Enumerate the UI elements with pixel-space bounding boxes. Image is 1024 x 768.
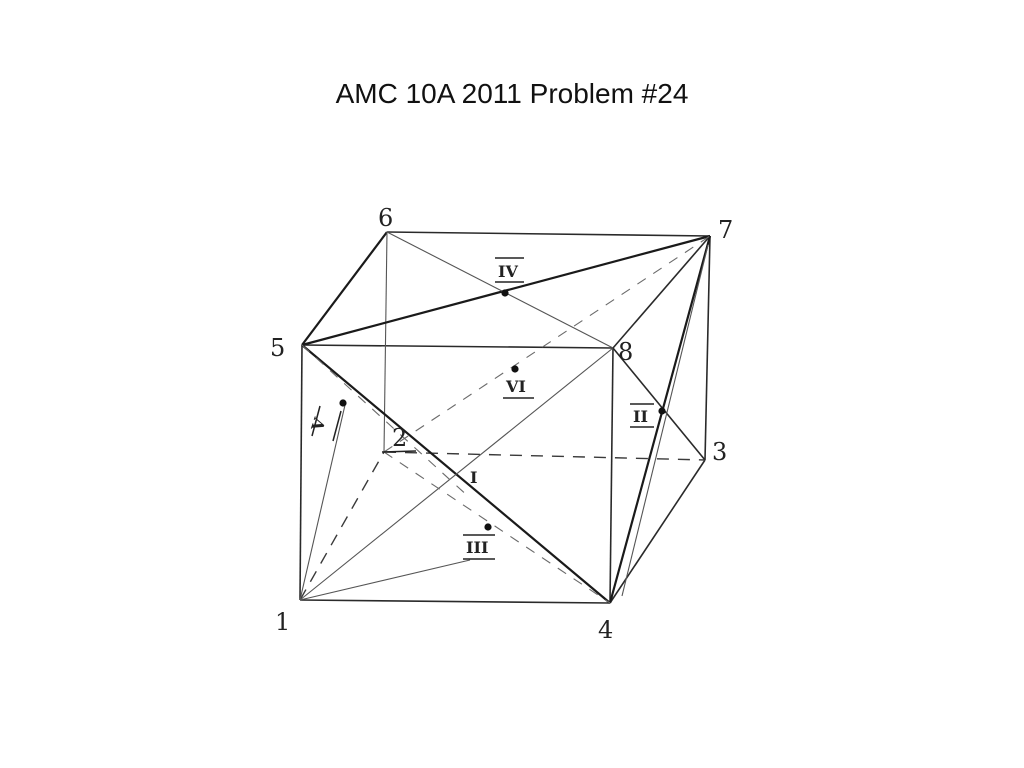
vertex-label-3: 3: [712, 438, 727, 466]
edge-8-7: [612, 235, 711, 349]
vertex-label-7: 7: [718, 216, 733, 244]
page-title: AMC 10A 2011 Problem #24: [335, 78, 689, 109]
vertex-label-4: 4: [598, 616, 613, 644]
edge-4-3: [609, 459, 706, 604]
diagonal-1-8: [299, 347, 614, 601]
point-iv-dot: [501, 289, 509, 297]
point-label-v-underline: [332, 410, 342, 442]
diagonal-4-7-side: [621, 244, 709, 597]
point-label-iv: IV: [498, 262, 518, 281]
vertex-label-2-underline: [381, 450, 417, 453]
point-label-ii: II: [633, 407, 648, 426]
diagonal-2-7: [383, 235, 711, 453]
edge-5-8: [301, 344, 614, 349]
edge-1-5-inner: [299, 404, 346, 601]
edge-6-7: [386, 231, 711, 237]
point-label-i: I: [470, 468, 477, 487]
diagonal-6-8: [386, 231, 614, 349]
point-label-v-overline: [311, 405, 321, 437]
point-iii-dot: [484, 523, 492, 531]
vertex-label-5: 5: [270, 334, 285, 362]
vertex-label-8: 8: [618, 338, 633, 366]
edge-7-3: [704, 235, 711, 461]
diagonal-1-4-lower: [299, 559, 471, 601]
edge-1-4: [299, 599, 611, 604]
edge-1-2: [299, 451, 385, 601]
edge-2-3: [383, 451, 706, 461]
vertex-label-6: 6: [378, 204, 393, 232]
edge-8-4: [609, 347, 614, 604]
point-v-dot: [339, 399, 347, 407]
point-label-vi: VI: [505, 377, 526, 396]
vertex-label-2: 2: [392, 424, 407, 452]
vertex-label-1: 1: [275, 608, 290, 636]
point-label-v: V: [307, 415, 329, 434]
point-vi-dot: [511, 365, 519, 373]
edge-5-6: [301, 231, 388, 346]
point-ii-dot: [658, 407, 666, 415]
point-label-iii: III: [466, 538, 488, 557]
diagonal-4-7: [608, 235, 712, 604]
edge-6-2: [383, 231, 388, 453]
edge-5-1: [299, 344, 303, 601]
diagonal-8-3: [612, 347, 706, 461]
diagonal-2-4: [383, 451, 611, 604]
